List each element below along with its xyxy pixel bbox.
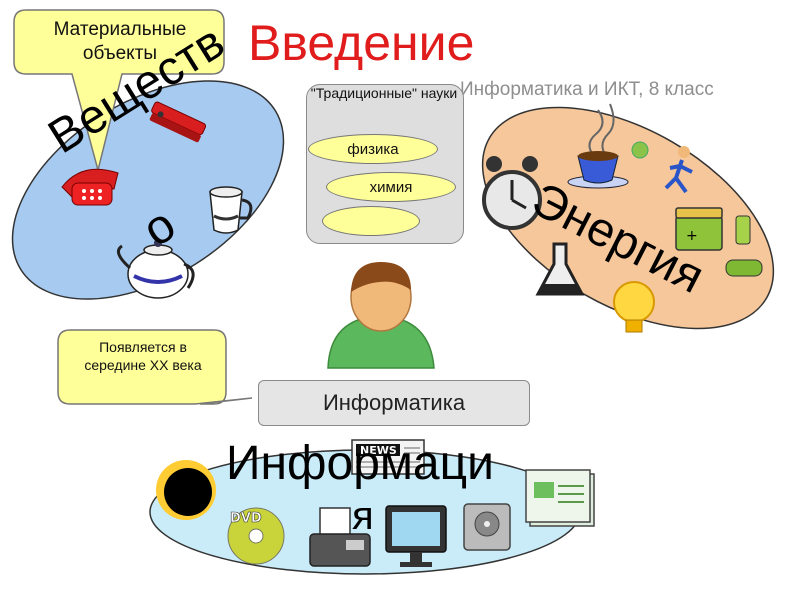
century-callout: Появляется в середине XX века — [84, 339, 202, 373]
svg-text:NEWS: NEWS — [360, 444, 397, 457]
dvd-icon: DVD — [227, 507, 285, 565]
stapler-icon — [149, 101, 207, 143]
monitor-icon — [385, 505, 447, 567]
steam-icon — [588, 103, 615, 157]
runner-icon — [631, 141, 693, 194]
person-icon — [327, 262, 435, 369]
science-empty — [322, 206, 420, 236]
traditional-sciences-label: "Традиционные" науки — [310, 85, 458, 101]
science-physics: физика — [308, 134, 438, 164]
informatics-box: Информатика — [258, 380, 530, 426]
coffee-cup-icon — [567, 151, 629, 189]
svg-text:+: + — [686, 228, 698, 244]
battery-icon: + — [675, 207, 763, 277]
teapot-icon — [116, 239, 195, 299]
page-subtitle: Информатика и ИКТ, 8 класс — [460, 79, 714, 100]
science-chemistry: химия — [326, 172, 456, 202]
hard-drive-icon — [463, 503, 511, 551]
fax-icon — [309, 507, 371, 567]
century-callout-shape — [57, 329, 253, 405]
cup-icon — [209, 186, 253, 234]
postcard-icon — [525, 469, 595, 527]
page-title: Введение — [248, 15, 475, 71]
alarm-clock-icon — [482, 156, 542, 230]
newspaper-icon: NEWS — [351, 439, 425, 475]
information-label-line2: я — [352, 494, 374, 538]
lightbulb-icon — [613, 281, 655, 333]
svg-text:DVD: DVD — [230, 511, 262, 526]
eclipse-icon — [156, 460, 216, 520]
material-callout-shape — [13, 9, 225, 173]
information-label-line1: Информаци — [226, 437, 494, 490]
telephone-icon — [61, 168, 119, 206]
flask-icon — [535, 242, 585, 296]
material-callout: Материальные объекты — [53, 19, 187, 64]
